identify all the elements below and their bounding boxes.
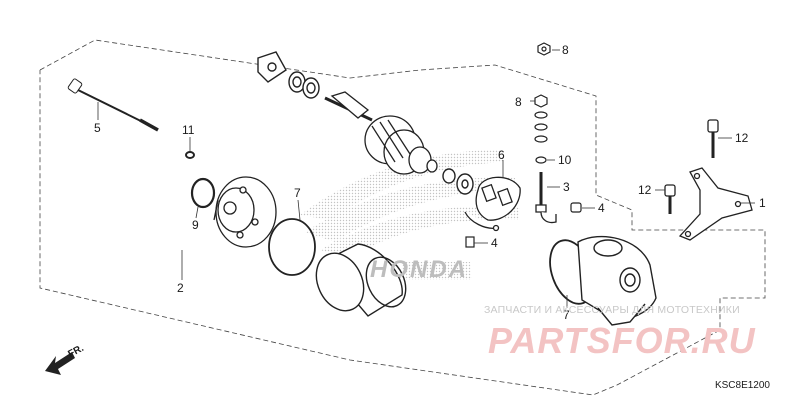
terminal-hardware-stack bbox=[534, 94, 548, 164]
bolt-part-right bbox=[707, 119, 719, 158]
terminal-bolt-part bbox=[535, 172, 557, 224]
brush-spring-part bbox=[465, 236, 475, 248]
screw-part bbox=[570, 202, 582, 213]
callout-4-upper: 4 bbox=[598, 201, 605, 215]
gasket-part-left bbox=[268, 218, 316, 276]
callout-12-lower: 12 bbox=[638, 183, 652, 197]
o-ring-part bbox=[190, 177, 216, 209]
nut-part-top bbox=[537, 42, 551, 56]
callout-5: 5 bbox=[94, 121, 101, 135]
callout-3: 3 bbox=[563, 180, 570, 194]
callout-4-lower: 4 bbox=[491, 236, 498, 250]
armature-part bbox=[324, 91, 438, 175]
callout-8-top: 8 bbox=[562, 43, 569, 57]
callout-6: 6 bbox=[498, 148, 505, 162]
callout-10: 10 bbox=[558, 153, 572, 167]
brush-holder-part bbox=[464, 176, 521, 232]
callout-9: 9 bbox=[192, 218, 199, 232]
mounting-bracket-part bbox=[678, 167, 753, 241]
callout-7-right: 7 bbox=[563, 308, 570, 322]
top-washers bbox=[257, 51, 320, 99]
long-bolt-part bbox=[67, 78, 159, 132]
armature-washers bbox=[442, 168, 474, 195]
watermark-tagline: ЗАПЧАСТИ И АКСЕССУАРЫ ДЛЯ МОТОТЕХНИКИ bbox=[484, 304, 740, 316]
diagram-code: KSC8E1200 bbox=[714, 380, 770, 391]
leader-9 bbox=[195, 206, 199, 219]
callout-8-mid: 8 bbox=[515, 95, 522, 109]
leader-7a bbox=[297, 199, 301, 221]
small-o-ring-part bbox=[185, 151, 195, 159]
bolt-part-left bbox=[664, 184, 676, 214]
honda-wordmark-watermark: HONDA bbox=[370, 256, 468, 283]
front-cover-part bbox=[213, 176, 277, 248]
watermark-logo: PARTSFOR.RU bbox=[488, 320, 756, 361]
callout-7-left: 7 bbox=[294, 186, 301, 200]
front-direction-arrow-icon bbox=[45, 352, 75, 375]
callout-11: 11 bbox=[182, 123, 195, 137]
callout-12-upper: 12 bbox=[735, 131, 749, 145]
yoke-housing-part bbox=[315, 243, 407, 317]
rear-cover-part bbox=[549, 235, 657, 326]
callout-1: 1 bbox=[759, 196, 766, 210]
callout-2: 2 bbox=[177, 281, 184, 295]
